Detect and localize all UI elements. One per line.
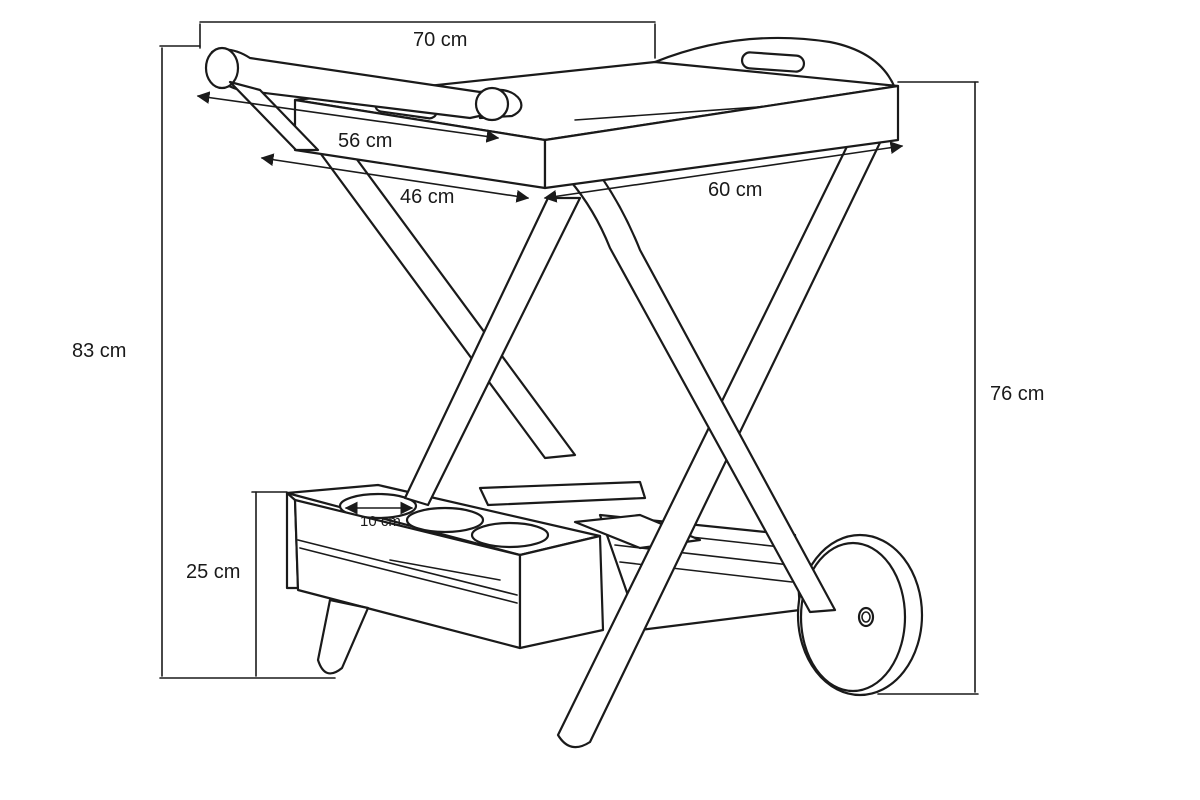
lower-basket	[285, 480, 802, 650]
dim-label-basket-height: 25 cm	[186, 561, 240, 583]
dimension-lines	[159, 21, 979, 695]
cross-leg	[403, 196, 582, 507]
dim-label-bottle-hole: 10 cm	[360, 513, 401, 530]
top-tray	[293, 36, 900, 190]
dim-label-tray-depth: 46 cm	[400, 186, 454, 208]
dim-label-tray-height: 76 cm	[990, 383, 1044, 405]
dim-label-tray-width: 56 cm	[338, 130, 392, 152]
dim-label-frame-depth: 60 cm	[708, 179, 762, 201]
dim-label-total-height: 83 cm	[72, 340, 126, 362]
front-leg-left-bottom	[316, 598, 370, 675]
dim-label-top-width: 70 cm	[413, 29, 467, 51]
wheel	[796, 533, 924, 697]
